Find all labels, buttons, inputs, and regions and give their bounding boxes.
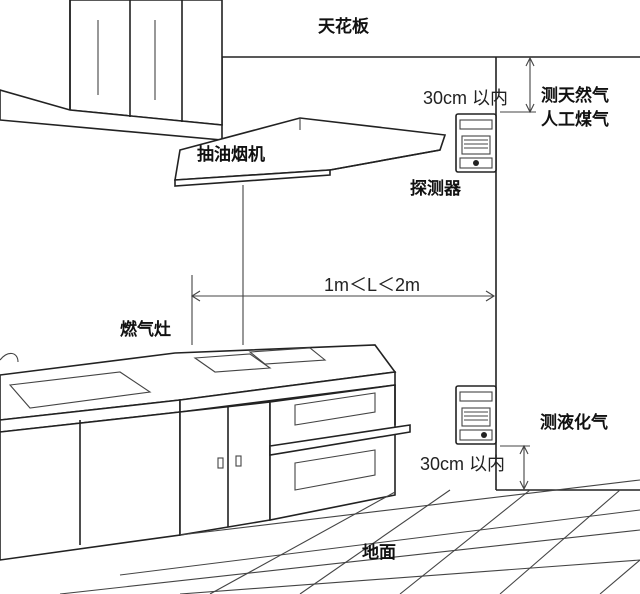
- stove-label: 燃气灶: [120, 319, 171, 340]
- bottom-distance-label: 30cm 以内: [420, 454, 505, 474]
- artificial-gas-label: 人工煤气: [541, 109, 609, 130]
- range-hood: [174, 117, 447, 187]
- floor-label: 地面: [362, 542, 396, 563]
- distance-arrow: [190, 275, 496, 345]
- kitchen-counter: [0, 344, 411, 561]
- lpg-label: 测液化气: [540, 412, 608, 433]
- detector-lower: [455, 385, 497, 445]
- floor-tiles: [59, 479, 640, 594]
- ceiling-label: 天花板: [318, 16, 370, 37]
- upper-cabinets: [0, 0, 223, 141]
- detector-upper: [455, 113, 497, 173]
- detector-label: 探测器: [410, 178, 462, 199]
- natural-gas-label: 测天然气: [541, 85, 609, 106]
- range-hood-label: 抽油烟机: [197, 144, 265, 165]
- dimension-bottom: [500, 444, 530, 491]
- horizontal-distance-label: 1m＜L＜2m: [324, 275, 420, 295]
- top-distance-label: 30cm 以内: [423, 88, 508, 108]
- dimension-top: [500, 56, 536, 114]
